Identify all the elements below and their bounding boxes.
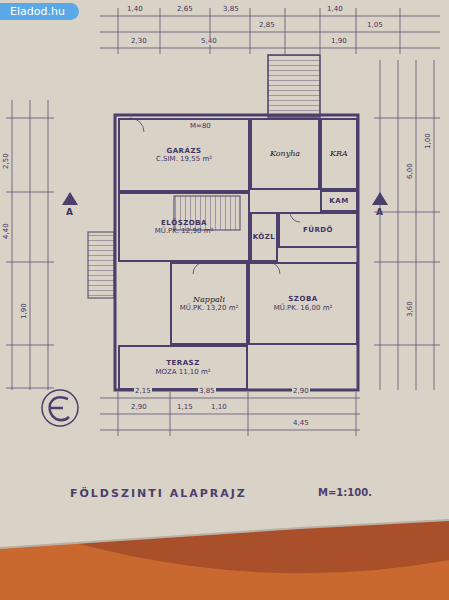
dimension: 1,05 (366, 22, 384, 29)
room-garage: GARÁZSC.SIM. 19,55 m² (118, 118, 250, 192)
room-area: MŰ.PK. 13,20 m² (180, 304, 239, 312)
room-area: C.SIM. 19,55 m² (156, 155, 212, 163)
room-terrace: TERASZMOZA 11,10 m² (118, 345, 248, 390)
dimension: 1,90 (21, 302, 28, 320)
section-mark: A (66, 208, 73, 217)
room-name: Konyha (270, 149, 300, 158)
room-name: ELŐSZOBA (161, 219, 207, 227)
dimension: 2,90 (130, 404, 148, 411)
dimension: 2,65 (176, 6, 194, 13)
wall-note: M=80 (190, 123, 211, 130)
dimension: 5,40 (200, 38, 218, 45)
plan-title: FÖLDSZINTI ALAPRAJZ (70, 488, 247, 499)
dimension: 3,85 (222, 6, 240, 13)
room-name: FÜRDŐ (303, 226, 333, 234)
section-mark: A (376, 208, 383, 217)
dimension: 2,90 (292, 388, 310, 395)
room-living: NappaliMŰ.PK. 13,20 m² (170, 262, 248, 345)
room-name: GARÁZS (166, 147, 201, 155)
room-area: MŰ.PK. 12,90 m² (155, 227, 214, 235)
dimension: 3,60 (407, 300, 414, 318)
room-corridor: KÖZL (250, 212, 278, 262)
scale-note: M=1:100. (318, 488, 372, 498)
dimension: 1,15 (176, 404, 194, 411)
dimension: 2,30 (130, 38, 148, 45)
dimension: 4,45 (292, 420, 310, 427)
room-storage: KAM (320, 190, 358, 212)
room-name: SZOBA (288, 295, 317, 303)
dimension: 6,00 (407, 162, 414, 180)
dimension: 2,15 (134, 388, 152, 395)
dimension: 3,85 (198, 388, 216, 395)
room-name: KÖZL (253, 233, 276, 241)
dimension: 2,50 (3, 152, 10, 170)
dimension: 2,85 (258, 22, 276, 29)
room-kitchen: Konyha (250, 118, 320, 190)
watermark: Eladod.hu (0, 3, 79, 20)
room-name: Nappali (193, 295, 225, 304)
room-bathroom: FÜRDŐ (278, 212, 358, 248)
dimension: 4,40 (3, 222, 10, 240)
room-area: MŰ.PK. 16,00 m² (274, 304, 333, 312)
room-pantry: KRA (320, 118, 358, 190)
dimension: 1,40 (126, 6, 144, 13)
room-bedroom: SZOBAMŰ.PK. 16,00 m² (248, 262, 358, 345)
room-name: KRA (330, 149, 348, 158)
room-hall: ELŐSZOBAMŰ.PK. 12,90 m² (118, 192, 250, 262)
dimension: 1,40 (326, 6, 344, 13)
dimension: 1,10 (210, 404, 228, 411)
room-area: MOZA 11,10 m² (155, 368, 210, 376)
room-name: KAM (329, 197, 348, 205)
dimension: 1,90 (330, 38, 348, 45)
dimension: 1,00 (425, 132, 432, 150)
room-name: TERASZ (166, 359, 199, 367)
